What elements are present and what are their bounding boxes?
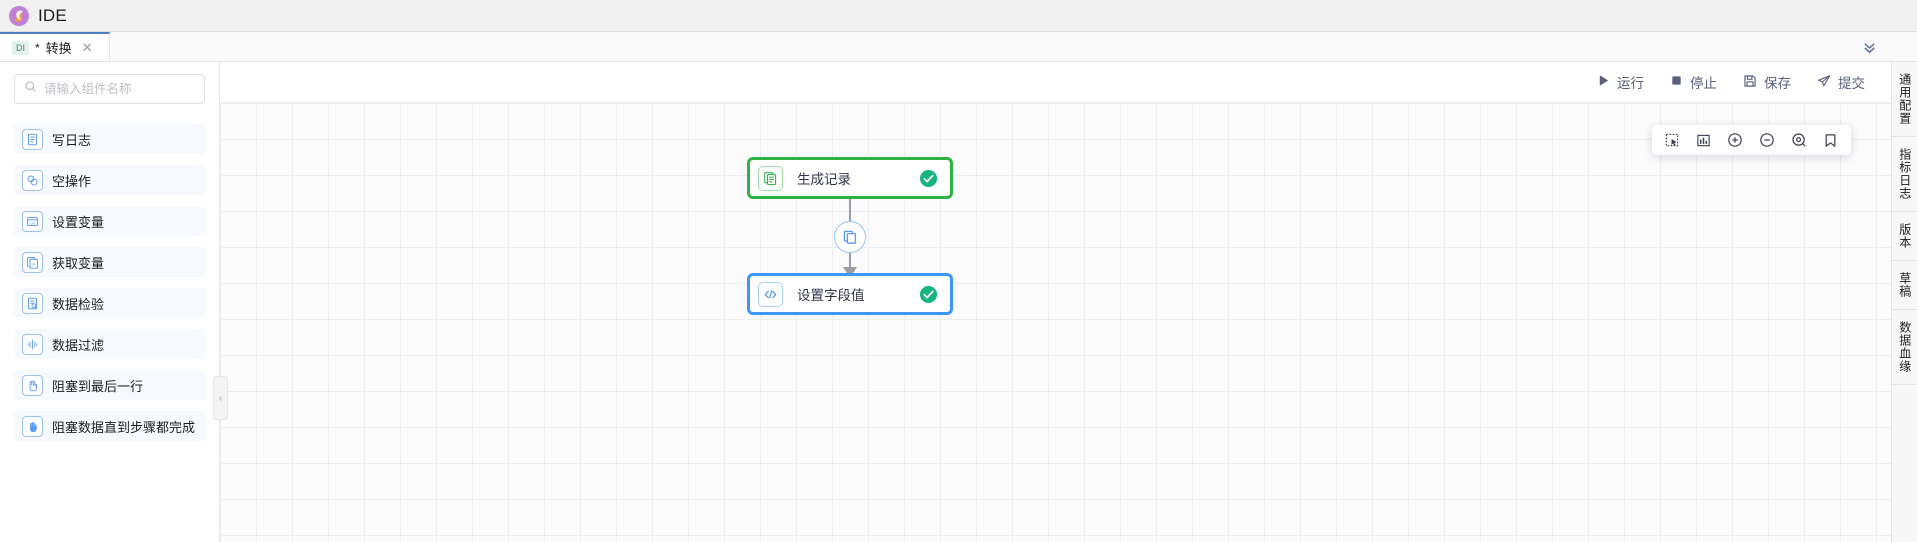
data-validate-icon (22, 292, 43, 314)
flow-node-generate-records[interactable]: 生成记录 (747, 157, 953, 199)
chevron-left-icon[interactable]: ‹ (213, 376, 228, 420)
palette-item-block-until-steps-finish[interactable]: 阻塞数据直到步骤都完成 (14, 411, 205, 441)
auto-layout-icon[interactable] (1696, 133, 1711, 148)
submit-button-label: 提交 (1838, 76, 1865, 91)
generate-records-icon (758, 165, 783, 191)
right-tab-data-lineage[interactable]: 数据血缘 (1892, 310, 1917, 385)
noop-icon (22, 169, 43, 191)
editor-toolbar: 运行 停止 保存 (220, 62, 1891, 102)
tab-type-badge: DI (12, 40, 29, 55)
flow-node-set-field-value[interactable]: 设置字段值 (747, 273, 953, 315)
search-box[interactable] (14, 74, 205, 104)
set-field-value-icon (758, 281, 783, 307)
palette-item-data-validate[interactable]: 数据检验 (14, 288, 205, 318)
save-icon (1743, 74, 1757, 91)
palette-item-noop[interactable]: 空操作 (14, 165, 205, 195)
save-button-label: 保存 (1764, 76, 1791, 91)
editor-tab-strip: DI * 转换 ✕ (0, 32, 1917, 62)
right-tab-metric-log[interactable]: 指标日志 (1892, 137, 1917, 212)
status-badge-success (919, 285, 938, 304)
zoom-in-icon[interactable] (1727, 132, 1743, 148)
right-tab-general-config[interactable]: 通用配置 (1892, 62, 1917, 137)
editor-tab-transform[interactable]: DI * 转换 ✕ (0, 32, 110, 61)
palette-item-label: 空操作 (52, 173, 92, 189)
data-filter-icon (22, 333, 43, 355)
flow-edge-arrow-icon (843, 267, 857, 278)
zoom-out-icon[interactable] (1759, 132, 1775, 148)
palette-item-label: 阻塞到最后一行 (52, 378, 144, 394)
palette-item-data-filter[interactable]: 数据过滤 (14, 329, 205, 359)
app-title: IDE (38, 5, 67, 25)
search-input[interactable] (44, 82, 195, 96)
right-tab-draft[interactable]: 草稿 (1892, 261, 1917, 310)
tab-label: 转换 (45, 41, 72, 56)
stop-icon (1670, 74, 1683, 90)
palette-item-label: 阻塞数据直到步骤都完成 (52, 419, 196, 435)
submit-button[interactable]: 提交 (1817, 72, 1865, 92)
submit-icon (1817, 74, 1831, 91)
tab-dirty-indicator: * (35, 40, 40, 55)
chevron-double-down-icon[interactable] (1856, 32, 1883, 62)
set-variable-icon: (x) (22, 210, 43, 232)
palette-item-label: 设置变量 (52, 214, 105, 230)
flow-node-label: 设置字段值 (797, 288, 865, 303)
svg-text:(x): (x) (30, 221, 34, 225)
block-until-steps-finish-icon (22, 415, 43, 437)
app-logo-icon (8, 5, 30, 27)
block-until-last-row-icon (22, 374, 43, 396)
run-button-label: 运行 (1617, 76, 1644, 91)
component-palette: 写日志 空操作 (x) (0, 62, 228, 542)
palette-item-get-variable[interactable]: A 获取变量 (14, 247, 205, 277)
palette-item-label: 数据过滤 (52, 337, 105, 353)
stop-button-label: 停止 (1690, 76, 1717, 91)
play-icon (1597, 74, 1610, 90)
status-badge-success (919, 169, 938, 188)
close-icon[interactable]: ✕ (81, 39, 93, 55)
bookmark-icon[interactable] (1823, 133, 1838, 148)
palette-item-label: 数据检验 (52, 296, 105, 312)
marquee-select-icon[interactable] (1665, 133, 1680, 148)
palette-item-label: 写日志 (52, 132, 92, 148)
right-tab-rail: 通用配置 指标日志 版本 草稿 数据血缘 (1891, 62, 1917, 542)
canvas-tool-bar (1652, 125, 1851, 155)
search-icon (24, 80, 37, 98)
right-tab-version[interactable]: 版本 (1892, 212, 1917, 261)
palette-item-block-until-last-row[interactable]: 阻塞到最后一行 (14, 370, 205, 400)
palette-item-list: 写日志 空操作 (x) (14, 124, 205, 441)
palette-item-label: 获取变量 (52, 255, 105, 271)
palette-item-write-log[interactable]: 写日志 (14, 124, 205, 154)
flow-canvas[interactable]: 生成记录 设置字段值 (220, 102, 1891, 542)
palette-item-set-variable[interactable]: (x) 设置变量 (14, 206, 205, 236)
canvas-area: 运行 停止 保存 (220, 62, 1891, 542)
title-bar: IDE (0, 0, 1917, 32)
svg-text:A: A (32, 261, 35, 266)
stop-button[interactable]: 停止 (1670, 72, 1717, 92)
get-variable-icon: A (22, 251, 43, 273)
log-write-icon (22, 128, 43, 150)
save-button[interactable]: 保存 (1743, 72, 1791, 92)
fit-view-icon[interactable] (1791, 132, 1807, 148)
copy-rows-icon[interactable] (834, 221, 866, 253)
flow-node-label: 生成记录 (797, 172, 851, 187)
run-button[interactable]: 运行 (1597, 72, 1644, 92)
workspace-body: 写日志 空操作 (x) (0, 62, 1917, 542)
